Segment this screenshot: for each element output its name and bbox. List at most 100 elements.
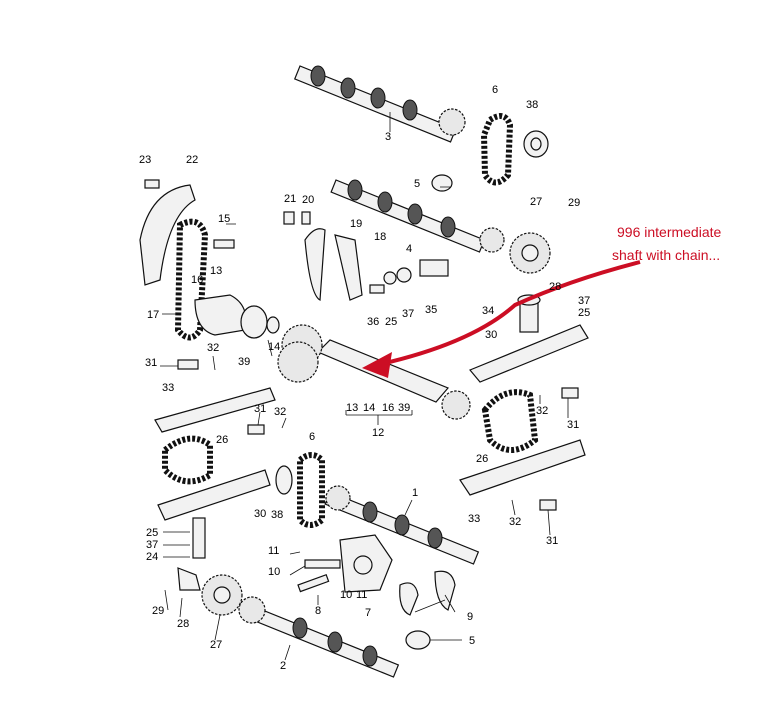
callout-39-shaft: 39 (398, 402, 410, 414)
callout-25-mid: 25 (385, 316, 397, 328)
annotation-arrow (371, 260, 641, 368)
callout-14-shaft: 14 (363, 402, 375, 414)
lower-camshaft-rear (238, 596, 400, 678)
callout-30-lower: 30 (254, 508, 266, 520)
callout-32-left: 32 (207, 342, 219, 354)
bolt-31-right-upper (561, 387, 579, 399)
callout-38-upper: 38 (526, 99, 538, 111)
bearing-shell-9a (399, 582, 419, 616)
timing-chain-left (174, 218, 209, 341)
callout-6-lower: 6 (309, 431, 315, 443)
callout-13-shaft: 13 (346, 402, 358, 414)
callout-3: 3 (385, 131, 391, 143)
callout-37-mid: 37 (402, 308, 414, 320)
callout-27-lower: 27 (210, 639, 222, 651)
bolt-21 (283, 211, 295, 225)
bracket-28-lower (177, 567, 201, 591)
tensioner-rail-left (154, 387, 276, 433)
callout-10: 10 (268, 566, 280, 578)
callout-20: 20 (302, 194, 314, 206)
callout-24: 24 (146, 551, 158, 563)
callout-26-left: 26 (216, 434, 228, 446)
washer-25 (383, 271, 397, 285)
tensioner-rail-right (459, 439, 586, 496)
callout-36: 36 (367, 316, 379, 328)
callout-19: 19 (350, 218, 362, 230)
callout-9: 9 (467, 611, 473, 623)
timing-chain-upper (480, 113, 514, 186)
callout-31-mid: 31 (254, 403, 266, 415)
callout-33-left: 33 (162, 382, 174, 394)
callout-14: 14 (268, 341, 280, 353)
callout-5-lower: 5 (469, 635, 475, 647)
callout-2: 2 (280, 660, 286, 672)
callout-32-right-lower: 32 (509, 516, 521, 528)
tappet-upper (431, 174, 453, 192)
tappet-lower (405, 630, 431, 650)
callout-16: 16 (191, 274, 203, 286)
callout-11-pump: 11 (356, 589, 367, 601)
callout-18: 18 (374, 231, 386, 243)
bolt-8 (297, 573, 330, 593)
callout-15: 15 (218, 213, 230, 225)
bolt-31-right-lower (539, 499, 557, 511)
callout-21: 21 (284, 193, 296, 205)
annotation-arrow-head (362, 352, 392, 378)
bolt-15 (213, 239, 235, 249)
pipe-10 (304, 559, 341, 569)
callout-4: 4 (406, 243, 412, 255)
callout-31-right-lower: 31 (546, 535, 558, 547)
callout-25-upper: 25 (578, 307, 590, 319)
bearing-shell-9b (434, 570, 456, 611)
bolt-20 (301, 211, 311, 225)
callout-22: 22 (186, 154, 198, 166)
rail-19 (304, 228, 326, 301)
seal-ring-39 (240, 305, 268, 339)
callout-33-right: 33 (468, 513, 480, 525)
callout-28-upper: 28 (549, 281, 561, 293)
annotation-line-1: 996 intermediate (617, 224, 722, 240)
callout-17: 17 (147, 309, 159, 321)
callout-27-upper: 27 (530, 196, 542, 208)
callout-32-right-upper: 32 (536, 405, 548, 417)
rail-18 (334, 234, 363, 301)
callout-8: 8 (315, 605, 321, 617)
callout-6-upper: 6 (492, 84, 498, 96)
callout-34: 34 (482, 305, 494, 317)
callout-31-right-upper: 31 (567, 419, 579, 431)
chain-guide-lower-left (157, 469, 271, 521)
callout-1: 1 (412, 487, 418, 499)
callout-12: 12 (372, 427, 384, 439)
washer-lower (275, 465, 293, 495)
bolt-23 (144, 179, 160, 189)
callout-39: 39 (238, 356, 250, 368)
callout-37-upper: 37 (578, 295, 590, 307)
tensioner-24 (192, 517, 206, 559)
washer-37 (396, 267, 412, 283)
chain-guide-left (139, 184, 196, 286)
timing-chain-lower-left (162, 435, 213, 485)
timing-chain-right (481, 389, 539, 453)
callout-25-lower: 25 (146, 527, 158, 539)
callout-23: 23 (139, 154, 151, 166)
callout-28-lower: 28 (177, 618, 189, 630)
callout-5-upper: 5 (414, 178, 420, 190)
callout-30-upper: 30 (485, 329, 497, 341)
bolt-31-left (177, 359, 199, 370)
bolt-31-mid (247, 424, 265, 435)
callout-37-lower: 37 (146, 539, 158, 551)
callout-32-mid: 32 (274, 406, 286, 418)
callout-29-lower: 29 (152, 605, 164, 617)
middle-camshaft (330, 179, 505, 253)
callout-26-right: 26 (476, 453, 488, 465)
timing-chain-lower (297, 452, 325, 528)
upper-camshaft (293, 65, 466, 143)
callout-13: 13 (210, 265, 222, 277)
callout-35: 35 (425, 304, 437, 316)
callout-7: 7 (365, 607, 371, 619)
plug-35 (419, 259, 449, 277)
lower-camshaft-front (324, 485, 480, 565)
callout-16-shaft: 16 (382, 402, 394, 414)
annotation-line-2: shaft with chain... (612, 247, 720, 263)
